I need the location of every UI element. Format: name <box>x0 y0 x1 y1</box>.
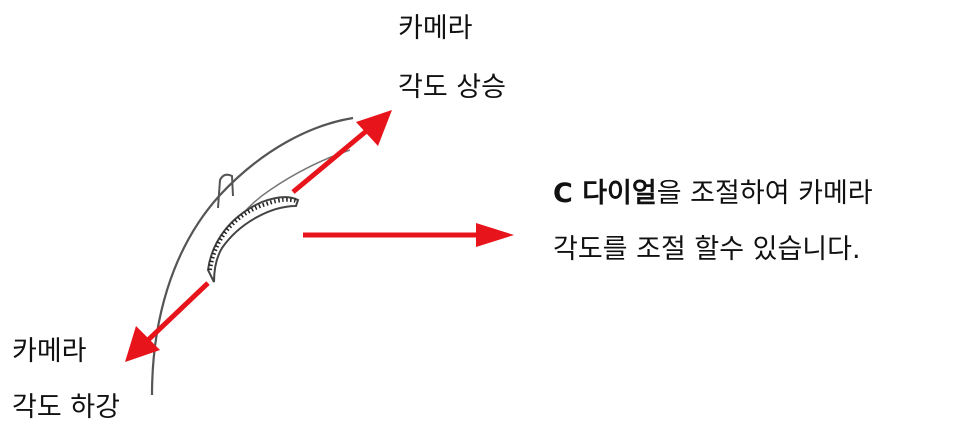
arrow-angle-up <box>291 110 392 194</box>
instruction-dial-name: C 다이얼 <box>553 178 657 209</box>
housing-inner-outline <box>211 149 351 273</box>
camera-down-label-line1: 카메라 <box>12 336 87 367</box>
camera-up-label-line2: 각도 상승 <box>398 72 506 103</box>
arrow-angle-down <box>125 281 210 362</box>
camera-down-label-line2: 각도 하강 <box>12 392 120 423</box>
instruction-line2: 각도를 조절 할수 있습니다. <box>553 234 861 265</box>
instruction-line1-rest: 을 조절하여 카메라 <box>656 178 873 209</box>
dial-tab <box>217 173 234 209</box>
camera-up-label-line1: 카메라 <box>398 13 473 44</box>
housing-outline <box>150 116 354 396</box>
c-dial-body <box>206 196 300 283</box>
arrow-to-instruction <box>303 223 514 247</box>
instruction-line1: C 다이얼을 조절하여 카메라 <box>553 180 873 207</box>
